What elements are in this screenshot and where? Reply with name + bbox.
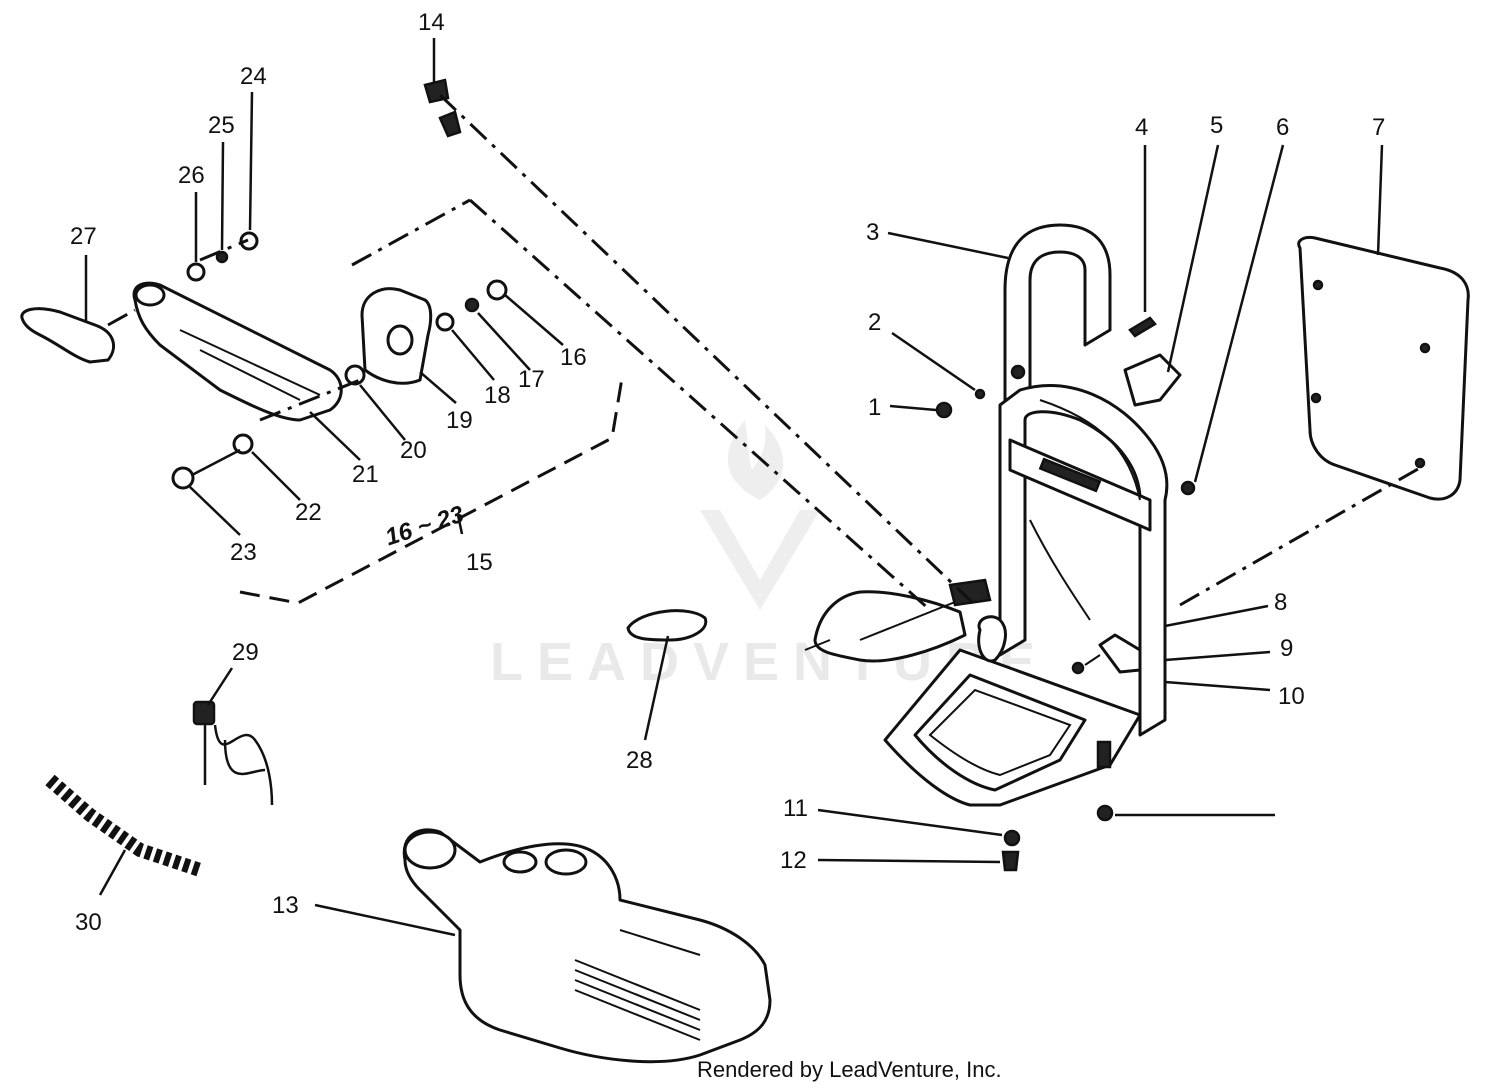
callout-17: 17 [518,366,545,393]
engine-mount-bracket [1071,633,1142,675]
washer-26 [186,262,206,282]
fuel-tank [402,828,772,1064]
washer-25 [215,250,229,264]
callout-12: 12 [780,847,807,874]
screw-24 [239,231,259,251]
cable-clamp [626,609,708,642]
callout-labels: 1 2 3 4 5 6 7 8 9 10 11 12 13 14 15 16 1… [70,9,1385,936]
callout-19: 19 [446,407,473,434]
bolt-23-shank [191,448,241,477]
callout-7: 7 [1372,114,1385,141]
callout-6: 6 [1276,114,1289,141]
lever-knob [386,324,414,356]
spring-hose [45,774,203,877]
bolt-4 [1128,316,1157,338]
washer-2 [974,388,986,400]
callout-29: 29 [232,639,259,666]
washer-22 [232,433,254,455]
fuel-line [192,700,274,806]
callout-20: 20 [400,437,427,464]
callout-5: 5 [1210,112,1223,139]
callout-14: 14 [418,9,445,36]
callout-10: 10 [1278,683,1305,710]
back-pad [1297,236,1470,501]
callout-8: 8 [1274,589,1287,616]
washer-20 [344,364,366,386]
bolt-12 [1001,850,1020,872]
alignment-lines [107,93,1426,612]
callout-21: 21 [352,461,379,488]
clip-14 [438,110,462,138]
leader-lines [84,38,1384,937]
callout-27: 27 [70,223,97,250]
screw-6 [1180,480,1196,496]
frame-foot-bolt [1096,804,1114,822]
callout-15: 15 [466,549,493,576]
bolt-23 [171,466,195,490]
callout-24: 24 [240,63,267,90]
callout-13: 13 [272,892,299,919]
callout-1: 1 [868,394,881,421]
callout-22: 22 [295,499,322,526]
callout-18: 18 [484,382,511,409]
control-handle [20,281,343,422]
frame-screw [1010,364,1026,380]
callout-23: 23 [230,539,257,566]
strap-clip [1123,353,1182,407]
washer-11 [1003,829,1021,847]
backpack-frame [883,223,1169,807]
nut-1 [935,401,953,419]
callout-16: 16 [560,344,587,371]
washer-18 [435,312,455,332]
washer-16 [486,279,508,301]
nut-17 [464,297,480,313]
render-credit: Rendered by LeadVenture, Inc. [697,1057,1002,1082]
callout-9: 9 [1280,635,1293,662]
callout-28: 28 [626,747,653,774]
callout-25: 25 [208,112,235,139]
callout-11: 11 [783,795,808,822]
group-range-label: 16 ~ 23 [382,501,468,552]
callout-30: 30 [75,909,102,936]
callout-2: 2 [868,309,881,336]
throttle-cable-assembly [804,578,1007,663]
callout-3: 3 [866,219,879,246]
callout-4: 4 [1135,114,1148,141]
callout-26: 26 [178,162,205,189]
